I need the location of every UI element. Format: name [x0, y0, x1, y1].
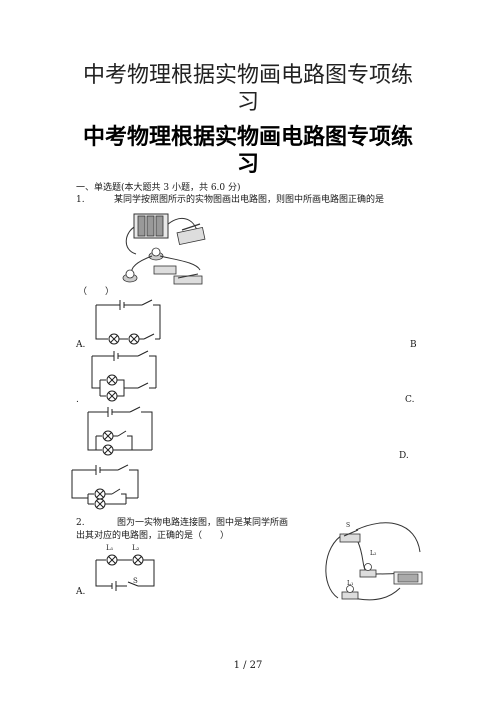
- document-heading: 中考物理根据实物画电路图专项练 习: [60, 124, 436, 178]
- q2-number: 2.: [76, 518, 85, 528]
- q2-label-s: S: [133, 577, 138, 585]
- q2-stem-line2: 出其对应的电路图，正确的是（ ）: [76, 531, 230, 541]
- document-heading-line1: 中考物理根据实物画电路图专项练: [82, 124, 413, 150]
- q1-option-a-circuit: [95, 299, 161, 345]
- q1-option-b-circuit: [91, 350, 157, 402]
- q1-option-c-label: C.: [405, 395, 415, 405]
- q1-option-d-label: D.: [399, 451, 409, 461]
- page-number: 1 / 27: [233, 660, 263, 671]
- q2-photo-label-l2: L₂: [370, 550, 377, 557]
- section-header: 一、单选题(本大题共 3 小题，共 6.0 分): [76, 183, 241, 193]
- q2-photo-label-l1: L₁: [347, 580, 354, 587]
- q2-circuit-photo: [325, 522, 423, 601]
- q1-option-b-label: B: [410, 340, 417, 350]
- q2-label-l1: L₁: [106, 544, 114, 552]
- q1-stem: 某同学按照图所示的实物图画出电路图，则图中所画电路图正确的是: [114, 195, 385, 205]
- q1-option-c-circuit: [87, 406, 153, 456]
- document-heading-line2: 习: [236, 151, 259, 177]
- document-title-line1: 中考物理根据实物画电路图专项练: [82, 63, 413, 88]
- q1-number: 1.: [76, 195, 85, 205]
- q1-circuit-photo: [122, 213, 206, 285]
- document-title: 中考物理根据实物画电路图专项练 习: [60, 62, 436, 116]
- document-title-line2: 习: [236, 90, 259, 115]
- q1-option-dot: .: [76, 395, 79, 405]
- q2-option-a-circuit: [95, 554, 155, 591]
- q2-label-l2: L₂: [132, 544, 140, 552]
- q2-option-a-label: A.: [76, 587, 86, 597]
- q2-stem-line1: 图为一实物电路连接图，图中是某同学所画: [117, 518, 289, 528]
- q1-option-d-circuit: [71, 464, 139, 510]
- q1-option-a-label: A.: [76, 340, 86, 350]
- q2-photo-label-s: S: [346, 522, 351, 529]
- q1-blank: （ ）: [78, 287, 115, 297]
